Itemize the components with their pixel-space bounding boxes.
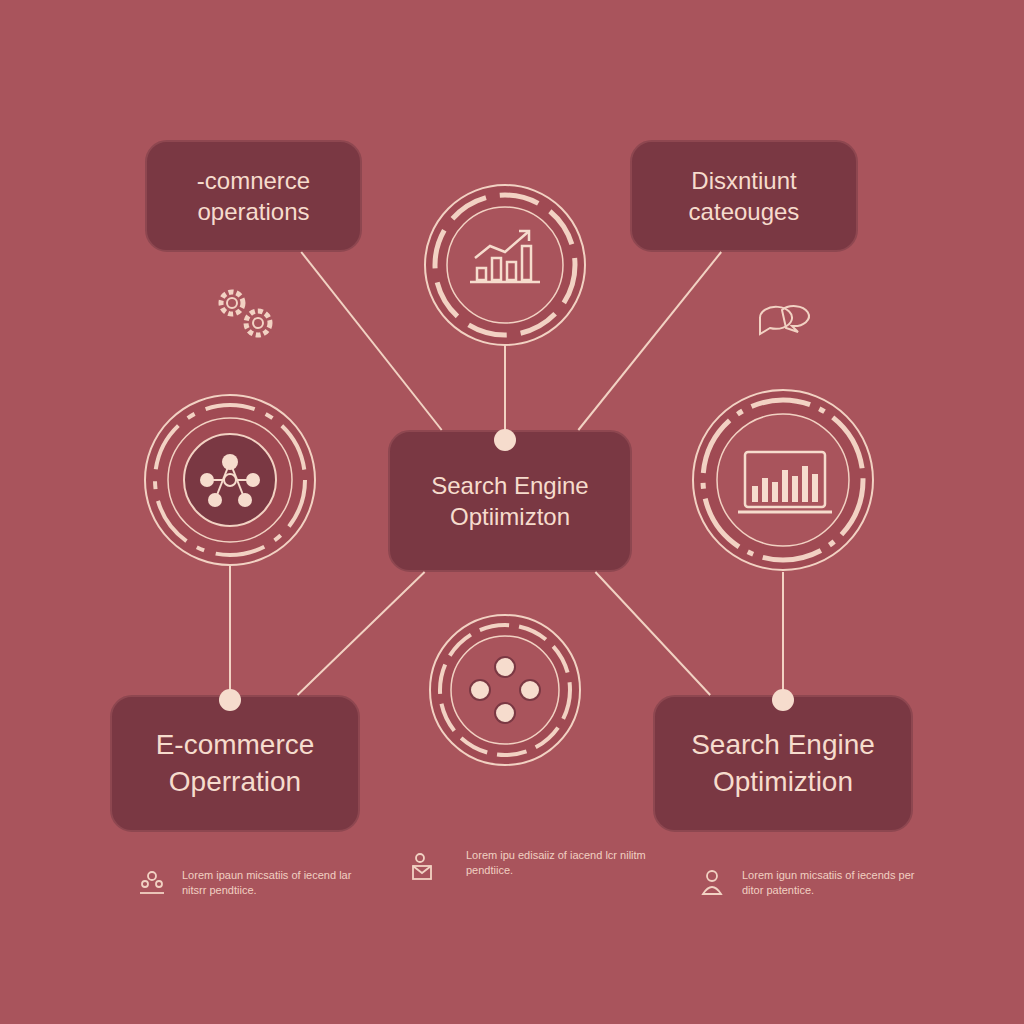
note-text: Lorem ipaun micsatiis of iecend lar nits… <box>182 868 372 898</box>
topic-box: E-commerce Operration <box>110 695 360 832</box>
topic-box: Search Engine Optiimizton <box>388 430 632 572</box>
stub-line <box>229 566 231 690</box>
connector <box>578 252 721 430</box>
topic-box: -comnerce operations <box>145 140 362 252</box>
stub-line <box>782 572 784 690</box>
topic-box: Search Engine Optimiztion <box>653 695 913 832</box>
box-text: E-commerce Operration <box>130 727 340 800</box>
box-text: Disxntiunt cateouges <box>650 165 838 227</box>
box-text: Search Engine Optiimizton <box>408 470 612 532</box>
network-circle <box>145 395 315 565</box>
note-text: Lorem igun micsatiis of iecends per dito… <box>742 868 932 898</box>
connector <box>301 252 441 430</box>
box-text: Search Engine Optimiztion <box>673 727 893 800</box>
laptop-circle <box>693 390 873 570</box>
topic-box: Disxntiunt cateouges <box>630 140 858 252</box>
stub-line <box>504 345 506 432</box>
box-text: -comnerce operations <box>165 165 342 227</box>
team-circle <box>430 615 580 765</box>
connector <box>595 572 710 695</box>
people-icon <box>140 872 164 893</box>
chart-circle <box>425 185 585 345</box>
note-text: Lorem ipu edisaiiz of iacend lcr nilitm … <box>466 848 656 878</box>
person-icon <box>703 871 721 894</box>
connector <box>298 572 425 695</box>
chat-icon <box>760 306 809 334</box>
gears-icon <box>221 292 270 335</box>
mail-icon <box>413 854 431 879</box>
